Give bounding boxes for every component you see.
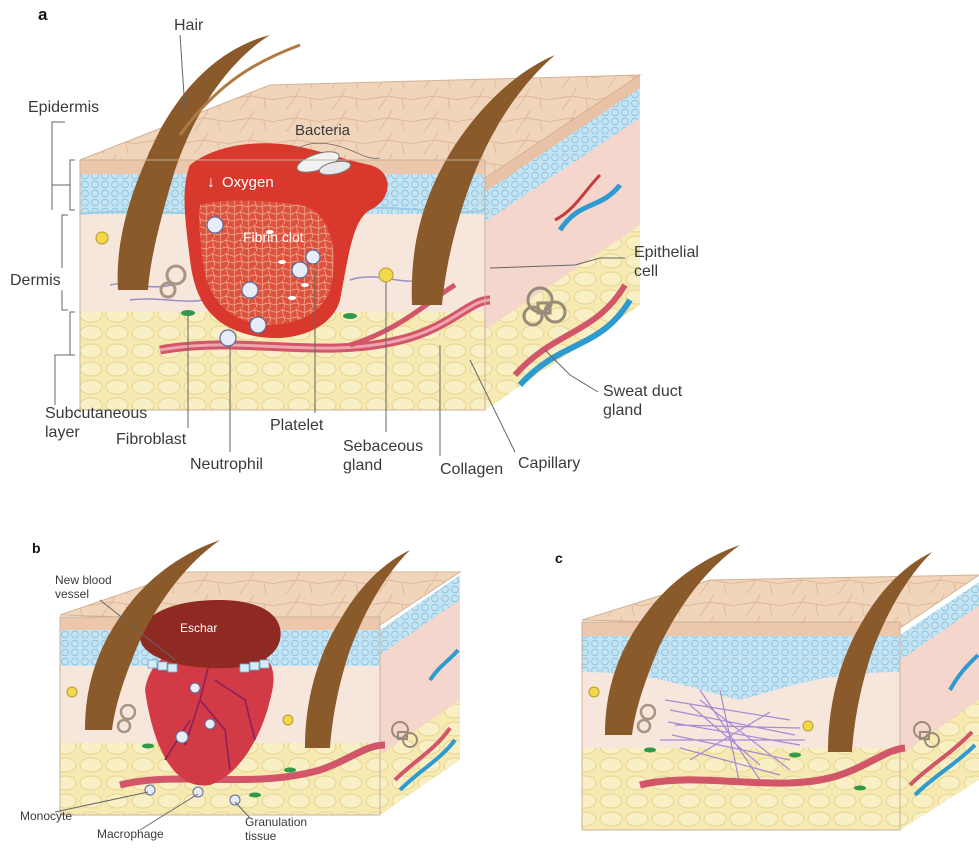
granulation-tissue-label-2: tissue bbox=[245, 829, 277, 843]
panel-b: b bbox=[20, 540, 460, 843]
oxygen-arrow: ↓ bbox=[207, 174, 215, 191]
sebaceous-gland-label-1: Sebaceous bbox=[343, 438, 423, 455]
dermis-label: Dermis bbox=[10, 272, 61, 289]
epithelial-cell-label-2: cell bbox=[634, 263, 658, 280]
neutrophil-label: Neutrophil bbox=[190, 456, 263, 473]
capillary-label: Capillary bbox=[518, 455, 580, 472]
platelet-label: Platelet bbox=[270, 417, 324, 434]
epithelial-cell-label-1: Epithelial bbox=[634, 244, 699, 261]
sweat-gland-label-2: gland bbox=[603, 402, 642, 419]
panel-b-letter: b bbox=[32, 540, 41, 556]
sebaceous-gland-label-2: gland bbox=[343, 457, 382, 474]
fibrin-clot-label: Fibrin clot bbox=[243, 229, 304, 245]
panel-a: a bbox=[10, 5, 699, 478]
panel-a-letter: a bbox=[38, 5, 48, 24]
subcutaneous-label-1: Subcutaneous bbox=[45, 405, 147, 422]
macrophage-label: Macrophage bbox=[97, 827, 164, 841]
fibroblast-label: Fibroblast bbox=[116, 431, 187, 448]
subcutaneous-label-2: layer bbox=[45, 424, 80, 441]
panel-c: c bbox=[555, 545, 979, 830]
sweat-gland-label-1: Sweat duct bbox=[603, 383, 683, 400]
epidermis-label: Epidermis bbox=[28, 99, 99, 116]
eschar-label: Eschar bbox=[180, 621, 217, 635]
oxygen-label: Oxygen bbox=[222, 174, 274, 191]
bacteria-label: Bacteria bbox=[295, 122, 351, 139]
collagen-label: Collagen bbox=[440, 461, 503, 478]
monocyte-label: Monocyte bbox=[20, 809, 72, 823]
new-blood-vessel-label-1: New blood bbox=[55, 573, 112, 587]
panel-c-letter: c bbox=[555, 550, 563, 566]
granulation-tissue-label-1: Granulation bbox=[245, 815, 307, 829]
new-blood-vessel-label-2: vessel bbox=[55, 587, 89, 601]
hair-label: Hair bbox=[174, 17, 204, 34]
